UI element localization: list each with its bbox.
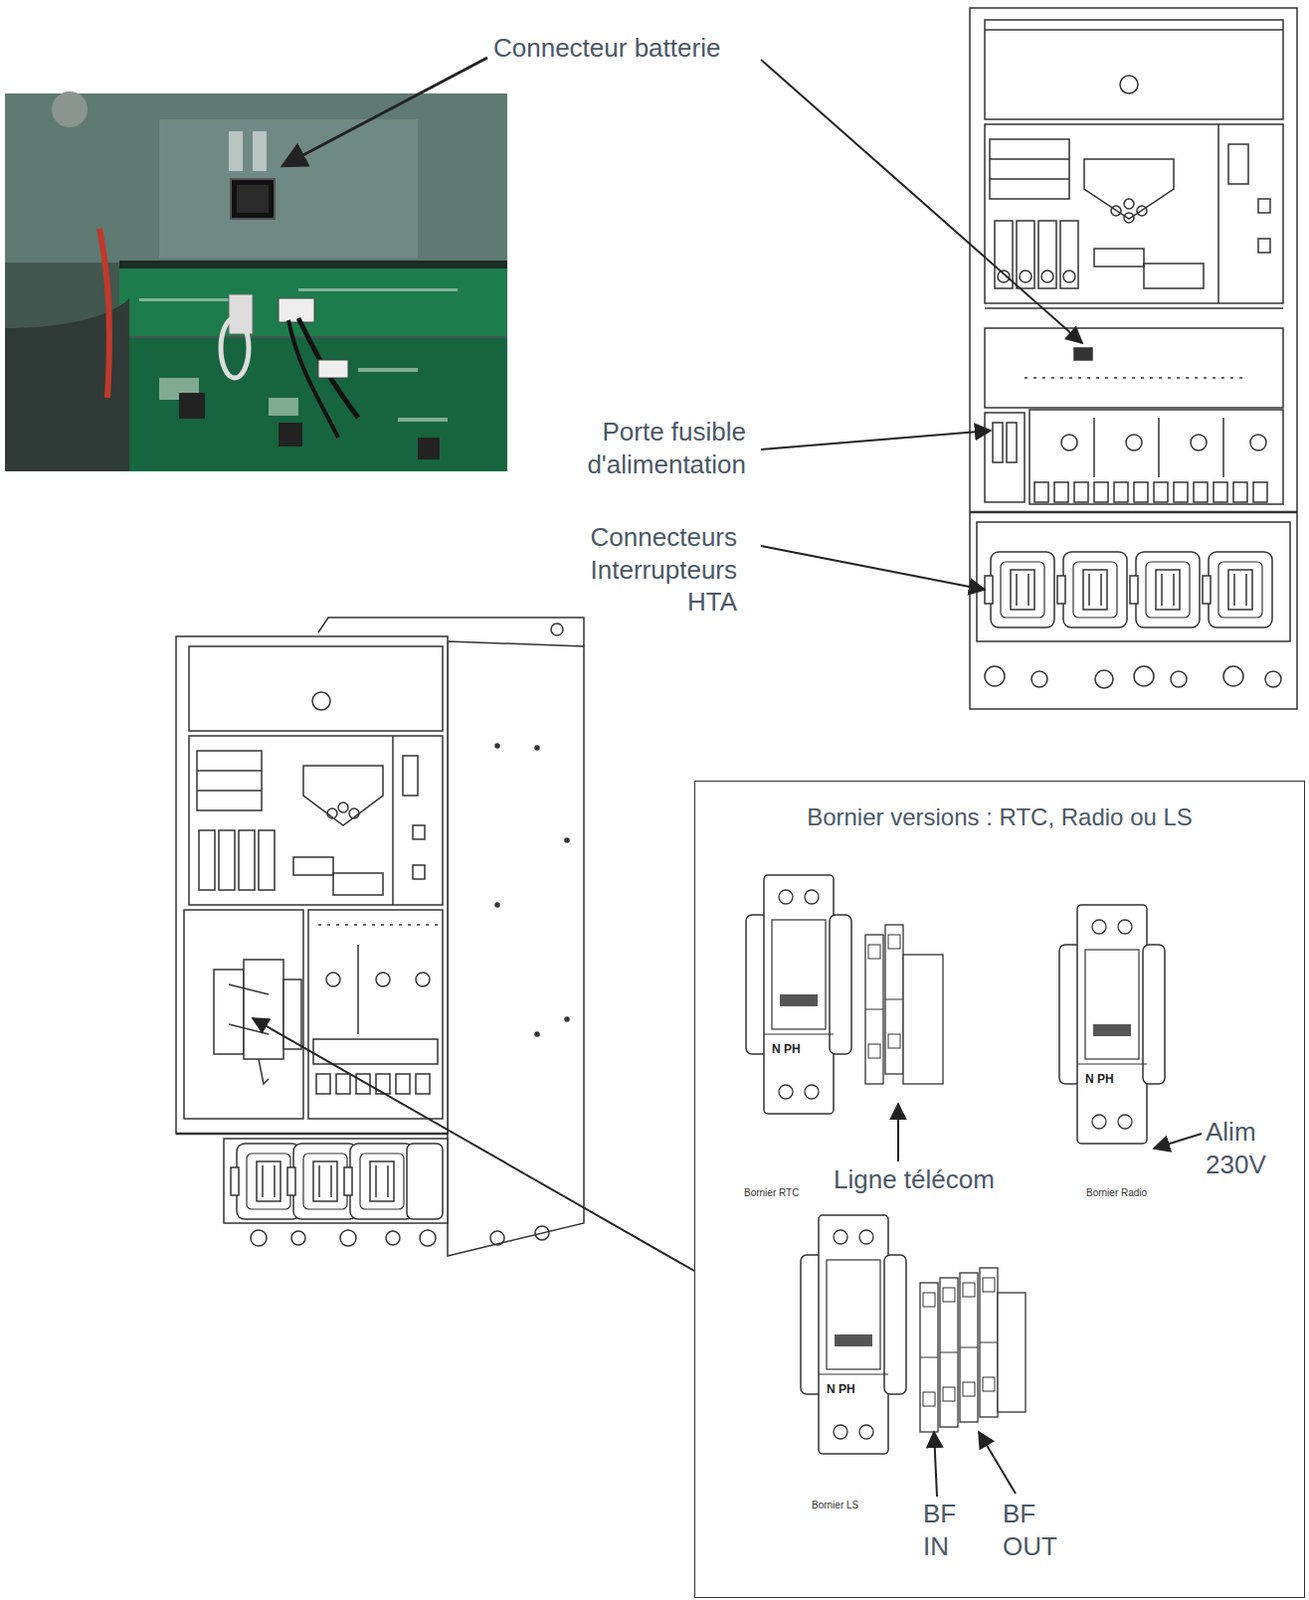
caption-label: Bornier LS xyxy=(811,1499,902,1513)
signal-label: BF IN xyxy=(923,1497,969,1563)
signal-label: Ligne télécom xyxy=(833,1163,1033,1197)
part-label: Connecteur batterie xyxy=(493,31,762,65)
signal-label: BF OUT xyxy=(1002,1497,1073,1563)
box-heading: Bornier versions : RTC, Radio ou LS xyxy=(695,781,1305,832)
caption-label: Bornier RTC xyxy=(744,1187,834,1201)
cabinet-perspective xyxy=(176,617,584,1257)
terminal-marking: N PH xyxy=(1085,1072,1115,1088)
photo xyxy=(4,91,508,472)
terminal-marking: N PH xyxy=(826,1382,856,1398)
part-label: Connecteurs Interrupteurs HTA xyxy=(537,521,738,619)
terminal-marking: N PH xyxy=(771,1042,801,1058)
leader-lines xyxy=(252,57,1202,1497)
terminal-blocks xyxy=(746,875,1165,1455)
signal-label: Alim 230V xyxy=(1205,1116,1282,1181)
cabinet-front xyxy=(969,7,1298,710)
part-label: Porte fusible d'alimentation xyxy=(537,415,747,481)
caption-label: Bornier Radio xyxy=(1086,1187,1186,1201)
